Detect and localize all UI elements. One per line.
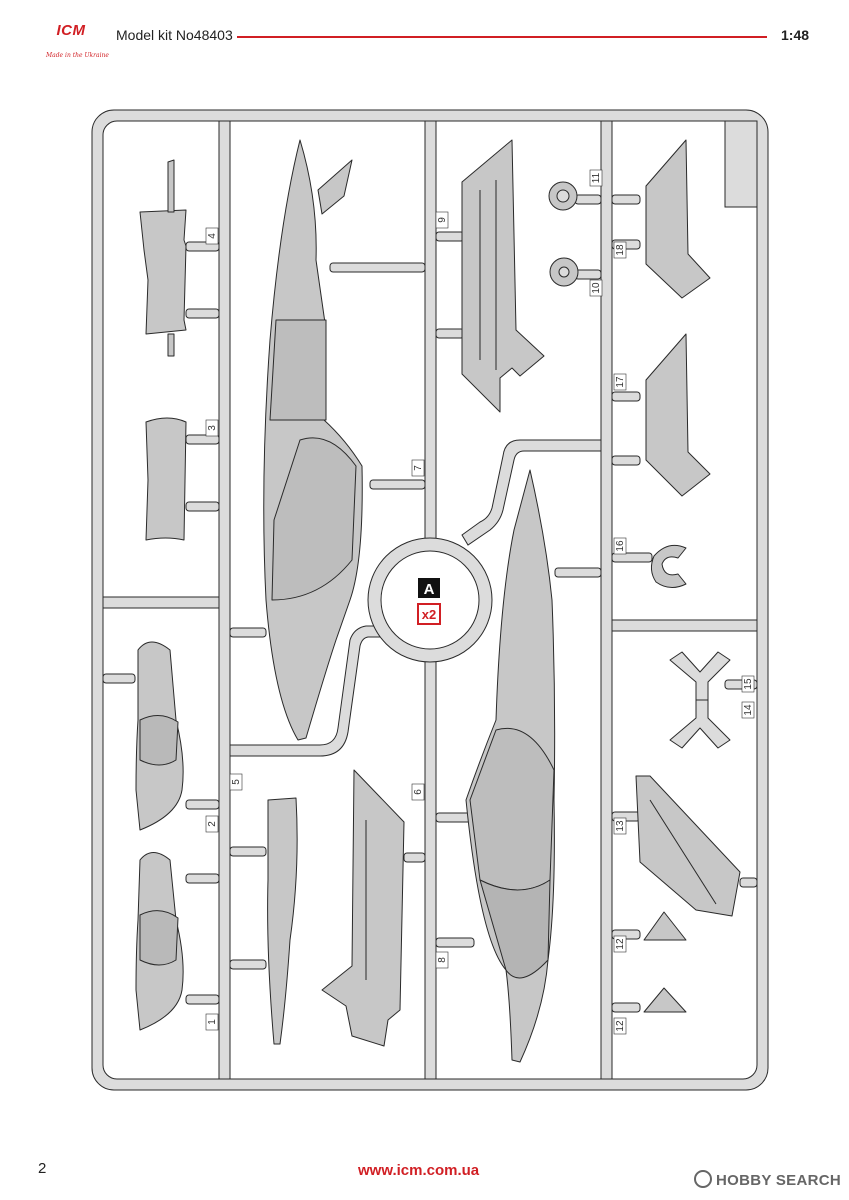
part-3 — [145, 417, 187, 541]
svg-text:2: 2 — [207, 821, 218, 827]
runners — [102, 120, 758, 1080]
tag-part-14: 14 — [741, 701, 755, 719]
tag-part-4: 4 — [205, 227, 219, 245]
tag-part-12-lower: 12 — [613, 1017, 627, 1035]
part-5 — [267, 797, 298, 1045]
page-number: 2 — [38, 1160, 47, 1177]
scale-label: 1:48 — [781, 27, 810, 43]
part-14 — [669, 699, 731, 749]
tag-part-13: 13 — [613, 817, 627, 835]
tag-part-1: 1 — [205, 1013, 219, 1031]
part-15 — [669, 651, 731, 701]
tag-part-17: 17 — [613, 373, 627, 391]
part-12-upper — [643, 911, 687, 941]
part-number-tags: 1 2 3 4 5 6 7 8 9 10 11 12 12 13 14 15 1… — [205, 169, 755, 1035]
hobby-search-icon — [694, 1170, 712, 1188]
website-link[interactable]: www.icm.com.ua — [358, 1162, 480, 1179]
part-12-lower — [643, 987, 687, 1013]
watermark-text: HOBBY SEARCH — [716, 1172, 842, 1189]
tag-part-3: 3 — [205, 419, 219, 437]
svg-text:12: 12 — [615, 938, 626, 950]
kit-title: Model kit No48403 — [116, 27, 233, 43]
svg-text:14: 14 — [743, 704, 754, 716]
part-6 — [321, 769, 405, 1047]
tag-part-2: 2 — [205, 815, 219, 833]
svg-text:9: 9 — [437, 217, 448, 223]
svg-text:10: 10 — [591, 282, 602, 294]
tag-part-5: 5 — [229, 773, 243, 791]
svg-text:5: 5 — [231, 779, 242, 785]
icm-logo: ICM Made in the Ukraine — [32, 22, 110, 60]
part-17 — [645, 333, 711, 497]
sprue-ring: A x2 — [367, 537, 493, 663]
part-9 — [461, 139, 545, 413]
tag-part-18: 18 — [613, 241, 627, 259]
tag-part-6: 6 — [411, 783, 425, 801]
part-4 — [139, 209, 187, 335]
svg-text:12: 12 — [615, 1020, 626, 1032]
svg-text:8: 8 — [437, 957, 448, 963]
svg-text:11: 11 — [591, 172, 602, 183]
tag-part-10: 10 — [589, 279, 603, 297]
sprue-letter: A — [424, 581, 435, 598]
tag-part-12-upper: 12 — [613, 935, 627, 953]
tag-part-15: 15 — [741, 675, 755, 693]
svg-text:17: 17 — [615, 376, 626, 388]
tag-part-16: 16 — [613, 537, 627, 555]
svg-text:4: 4 — [207, 233, 218, 239]
part-16 — [650, 544, 687, 588]
tag-part-11: 11 — [589, 169, 603, 187]
logo-text: ICM — [56, 22, 86, 39]
sprue-multiplier: x2 — [422, 607, 436, 622]
logo-tagline: Made in the Ukraine — [46, 52, 109, 59]
svg-text:3: 3 — [207, 425, 218, 431]
svg-text:13: 13 — [615, 820, 626, 832]
svg-text:16: 16 — [615, 540, 626, 552]
svg-text:1: 1 — [207, 1019, 218, 1025]
svg-text:18: 18 — [615, 244, 626, 256]
sprue-letter-box — [418, 578, 440, 598]
tag-part-8: 8 — [435, 951, 449, 969]
tag-part-9: 9 — [435, 211, 449, 229]
multiplier-box — [417, 603, 441, 625]
sprue-parts — [135, 139, 741, 1063]
header-divider — [237, 36, 767, 38]
svg-text:6: 6 — [413, 789, 424, 795]
part-18 — [645, 139, 711, 299]
hobby-search-watermark: HOBBY SEARCH — [694, 1170, 841, 1189]
gates — [102, 194, 758, 1013]
part-13 — [635, 775, 741, 917]
svg-text:7: 7 — [413, 465, 424, 471]
tag-part-7: 7 — [411, 459, 425, 477]
svg-text:15: 15 — [743, 678, 754, 690]
page-header: ICM Made in the Ukraine Model kit No4840… — [0, 0, 849, 70]
